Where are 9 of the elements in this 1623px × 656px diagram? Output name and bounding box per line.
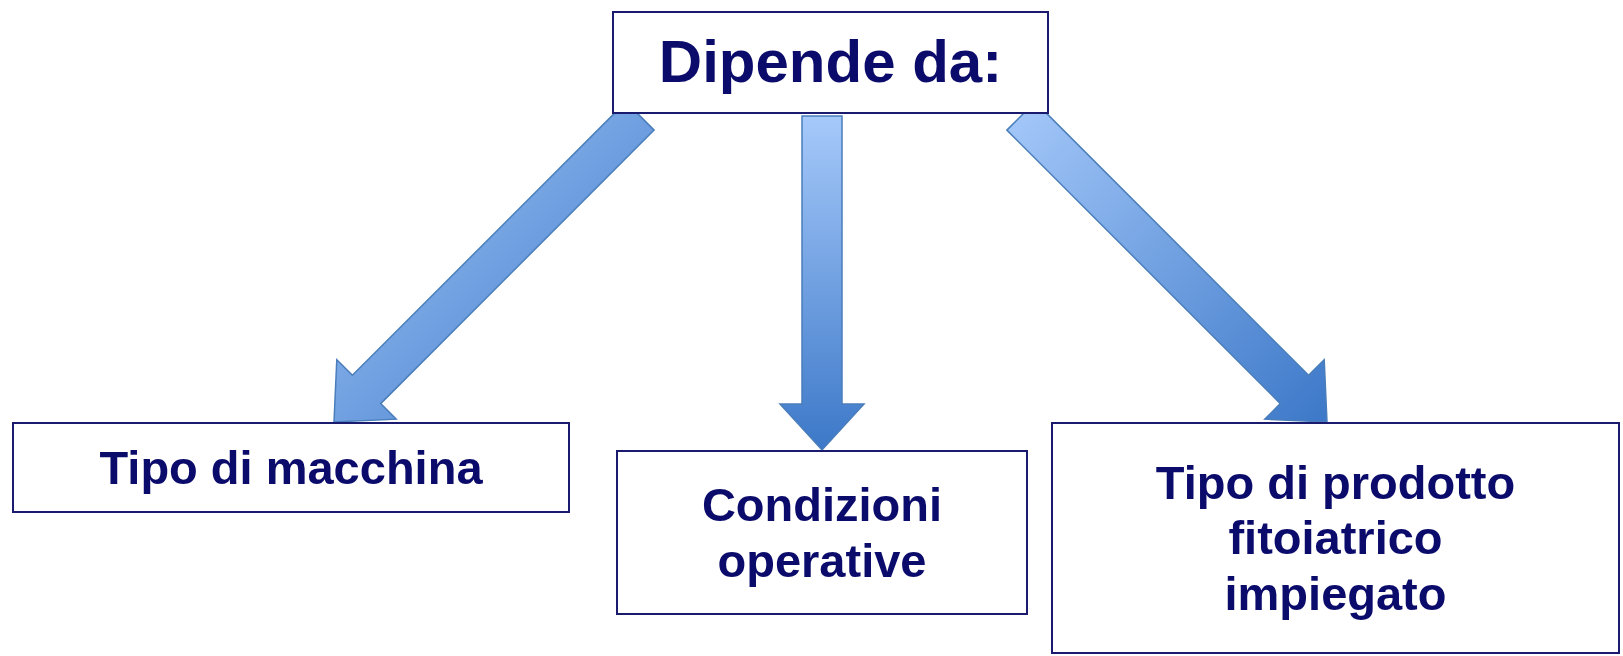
box-label: Tipo di prodotto fitoiatrico impiegato	[1154, 454, 1517, 622]
box-label: Condizioni operative	[700, 477, 944, 588]
box-label: Tipo di macchina	[98, 439, 484, 496]
box-label: Dipende da:	[657, 27, 1004, 98]
text-box	[1051, 422, 1620, 654]
text-box	[12, 422, 570, 513]
text-box	[616, 450, 1028, 615]
block-arrow	[778, 115, 866, 452]
text-box	[612, 11, 1049, 114]
